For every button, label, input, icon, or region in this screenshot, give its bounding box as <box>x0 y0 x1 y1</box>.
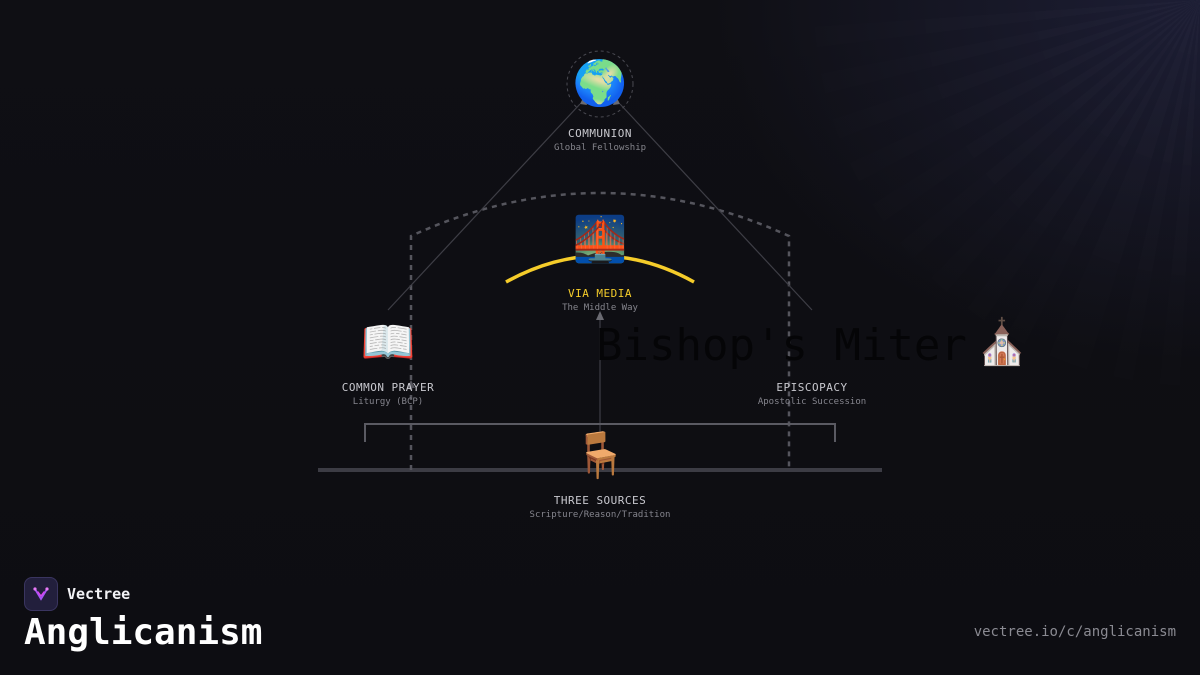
center-arrow-head <box>596 311 604 320</box>
page-title: Anglicanism <box>24 612 263 653</box>
left-arrow-head <box>407 380 415 388</box>
church-icon: ⛪ <box>974 317 1030 368</box>
communion-sub: Global Fellowship <box>553 143 647 153</box>
bridge-icon: 🌉 <box>572 214 628 265</box>
communion-label: COMMUNION <box>567 127 633 140</box>
miter-outline <box>409 191 791 470</box>
via-media-sub: The Middle Way <box>562 303 638 313</box>
connector-communion-left <box>387 103 581 311</box>
common-prayer-sub: Liturgy (BCP) <box>352 397 424 407</box>
background-rays <box>680 0 1200 520</box>
chair-icon: 🪑 <box>572 430 628 481</box>
vectree-logo-icon <box>24 577 58 611</box>
via-media-label: VIA MEDIA <box>567 287 633 300</box>
via-media-arc <box>505 254 695 284</box>
communion-ring <box>566 50 634 118</box>
page-url[interactable]: vectree.io/c/anglicanism <box>973 624 1176 640</box>
arrow-head-left <box>580 96 587 105</box>
book-icon: 📖 <box>360 317 416 368</box>
common-prayer-label: COMMON PRAYER <box>341 381 435 394</box>
globe-icon: 🌍 <box>572 58 628 109</box>
miter-overlay-text: Bishop's Miter <box>596 320 967 371</box>
connector-communion-right <box>619 103 813 311</box>
three-sources-sub: Scripture/Reason/Tradition <box>529 510 671 520</box>
brand[interactable]: Vectree <box>24 577 130 611</box>
sources-bracket <box>364 423 836 442</box>
three-sources-label: THREE SOURCES <box>553 494 647 507</box>
episcopacy-sub: Apostolic Succession <box>757 397 867 407</box>
arrow-head-right <box>613 96 620 105</box>
episcopacy-label: EPISCOPACY <box>776 381 848 394</box>
brand-name: Vectree <box>67 585 131 603</box>
